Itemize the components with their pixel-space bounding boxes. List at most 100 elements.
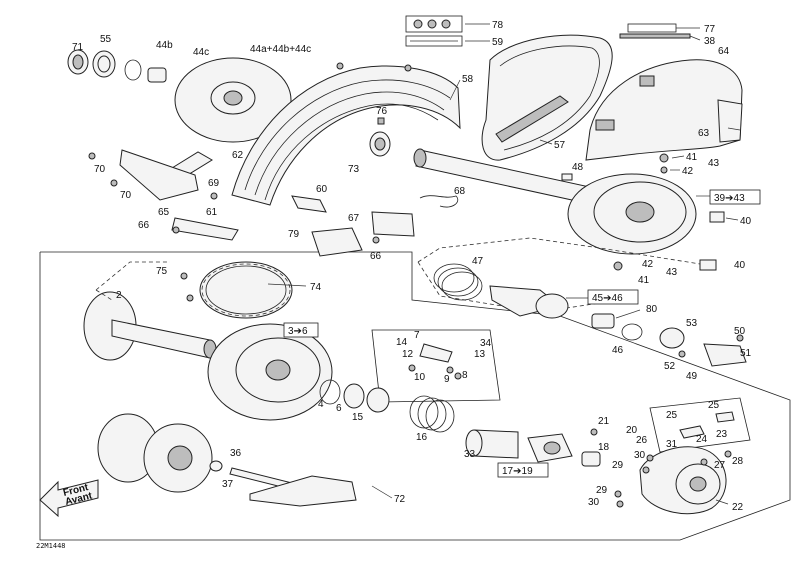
callout-77: 77: [704, 24, 716, 35]
washer-36: [209, 460, 223, 472]
callout-18: 18: [598, 442, 610, 453]
callout-27: 27: [714, 460, 726, 471]
bracket-79: [311, 227, 363, 257]
callout-4: 4: [318, 399, 324, 410]
callout-14: 14: [396, 337, 408, 348]
callout-70b: 70: [120, 190, 132, 201]
callout-41b: 41: [638, 275, 650, 286]
decal-59: [405, 35, 463, 47]
decal-38: [619, 33, 691, 39]
callout-50: 50: [734, 326, 746, 337]
callout-70a: 70: [94, 164, 106, 175]
relation-line-lower: [417, 261, 621, 313]
callout-43b: 43: [666, 267, 678, 278]
callout-40a: 40: [740, 216, 752, 227]
sheave-44a: [174, 57, 292, 143]
bracket-72: [249, 475, 357, 507]
callout-71: 71: [72, 42, 84, 53]
bushing-44c: [147, 67, 167, 83]
callout-26: 26: [636, 435, 648, 446]
label-box-45-46: [587, 289, 639, 305]
label-box-3-6: [283, 322, 319, 338]
screw-29b: [614, 490, 622, 498]
callout-42b: 42: [642, 259, 654, 270]
front-arrow-icon: [39, 479, 99, 518]
callout-13: 13: [474, 349, 486, 360]
callout-40b: 40: [734, 260, 746, 271]
callout-79: 79: [288, 229, 300, 240]
callout-66a: 66: [138, 220, 150, 231]
callout-labels: 71 55 44b 44c 44a+44b+44c 78 59 77 38 64…: [72, 20, 752, 513]
callout-58: 58: [462, 74, 474, 85]
callout-31: 31: [666, 439, 678, 450]
callout-72: 72: [394, 494, 406, 505]
screw-75a: [180, 272, 188, 280]
callout-42a: 42: [682, 166, 694, 177]
screw-41b: [613, 261, 623, 271]
callout-21: 21: [598, 416, 610, 427]
callout-10: 10: [414, 372, 426, 383]
callout-48: 48: [572, 162, 584, 173]
cap-40a: [709, 211, 725, 223]
screw-70b: [110, 179, 118, 187]
bearing-15: [366, 387, 390, 413]
screw-66a: [172, 226, 180, 234]
callout-47: 47: [472, 256, 484, 267]
nut-61: [210, 192, 218, 200]
washer-42a: [660, 166, 668, 174]
cover-33: [465, 429, 519, 459]
drawing-code: 22M1448: [36, 542, 66, 550]
screw-41a: [659, 153, 669, 163]
callout-55: 55: [100, 34, 112, 45]
washer-6: [343, 383, 365, 409]
relation-line-upper: [417, 237, 701, 265]
screw-50: [736, 334, 744, 342]
screw-27: [700, 458, 708, 466]
callout-24: 24: [696, 434, 708, 445]
callout-7: 7: [414, 330, 420, 341]
callout-28: 28: [732, 456, 744, 467]
movable-sheave-3-6: [207, 323, 333, 421]
decal-77: [627, 23, 677, 33]
callout-25b: 25: [708, 400, 720, 411]
leader-lines: [267, 23, 741, 505]
bracket-67: [371, 211, 415, 237]
ring-46: [621, 323, 643, 341]
callout-76: 76: [376, 106, 388, 117]
washer-53: [659, 327, 685, 349]
screw-29a: [642, 466, 650, 474]
relation-line-left: [95, 261, 170, 291]
plate-60: [291, 195, 327, 213]
callout-39-43: 39➔43: [714, 193, 745, 204]
callout-63: 63: [698, 128, 710, 139]
spider-17-19: [527, 433, 573, 463]
ring-4: [319, 379, 341, 405]
belt-guard-support-58: [231, 62, 461, 206]
spring-47: [433, 263, 483, 301]
callout-8: 8: [462, 370, 468, 381]
callout-80: 80: [646, 304, 658, 315]
decal-78: [405, 15, 463, 33]
detail-box-20-31: [649, 397, 751, 453]
screw-75b: [186, 294, 194, 302]
bushing-80: [591, 313, 615, 329]
caliper-49: [703, 343, 747, 367]
callout-3-6: 3➔6: [288, 326, 308, 337]
label-box-17-19: [497, 462, 549, 478]
callout-44abc: 44a+44b+44c: [250, 44, 311, 55]
callout-41a: 41: [686, 152, 698, 163]
callout-75: 75: [156, 266, 168, 277]
ring-gear-74: [199, 261, 293, 319]
callout-59: 59: [492, 37, 504, 48]
callout-23: 23: [716, 429, 728, 440]
callout-69: 69: [208, 178, 220, 189]
screw-70a: [88, 152, 96, 160]
callout-57: 57: [554, 140, 566, 151]
callout-12: 12: [402, 349, 414, 360]
fixed-sheave-2: [83, 291, 217, 361]
callout-74: 74: [310, 282, 322, 293]
callout-2: 2: [116, 290, 122, 301]
callout-45-46: 45➔46: [592, 293, 623, 304]
bearing-55: [92, 50, 116, 78]
